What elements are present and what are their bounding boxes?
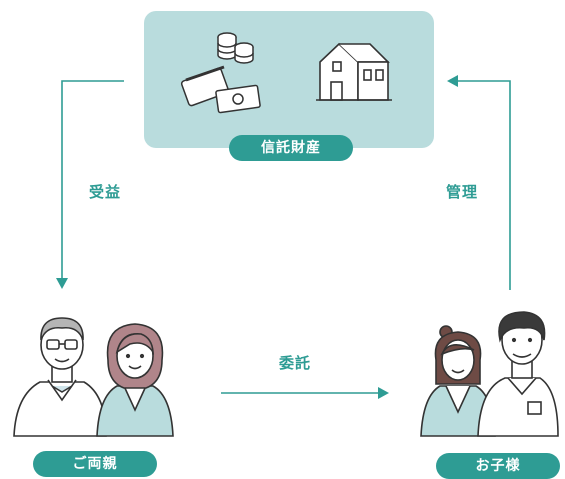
parents-label: ご両親 [33, 451, 157, 477]
entrust-arrow [221, 387, 389, 399]
entrust-flow-label: 委託 [279, 354, 312, 372]
trust-assets-label: 信託財産 [229, 135, 353, 161]
coins-icon [217, 32, 254, 64]
parents-illustration [13, 317, 174, 437]
benefit-arrow [56, 80, 124, 289]
benefit-flow-label: 受益 [89, 183, 122, 201]
manage-arrow [447, 75, 511, 290]
child-label: お子様 [436, 453, 560, 479]
manage-flow-label: 管理 [446, 183, 479, 201]
banknote-icon [215, 84, 261, 114]
house-icon [316, 42, 392, 101]
child-illustration [420, 311, 559, 437]
